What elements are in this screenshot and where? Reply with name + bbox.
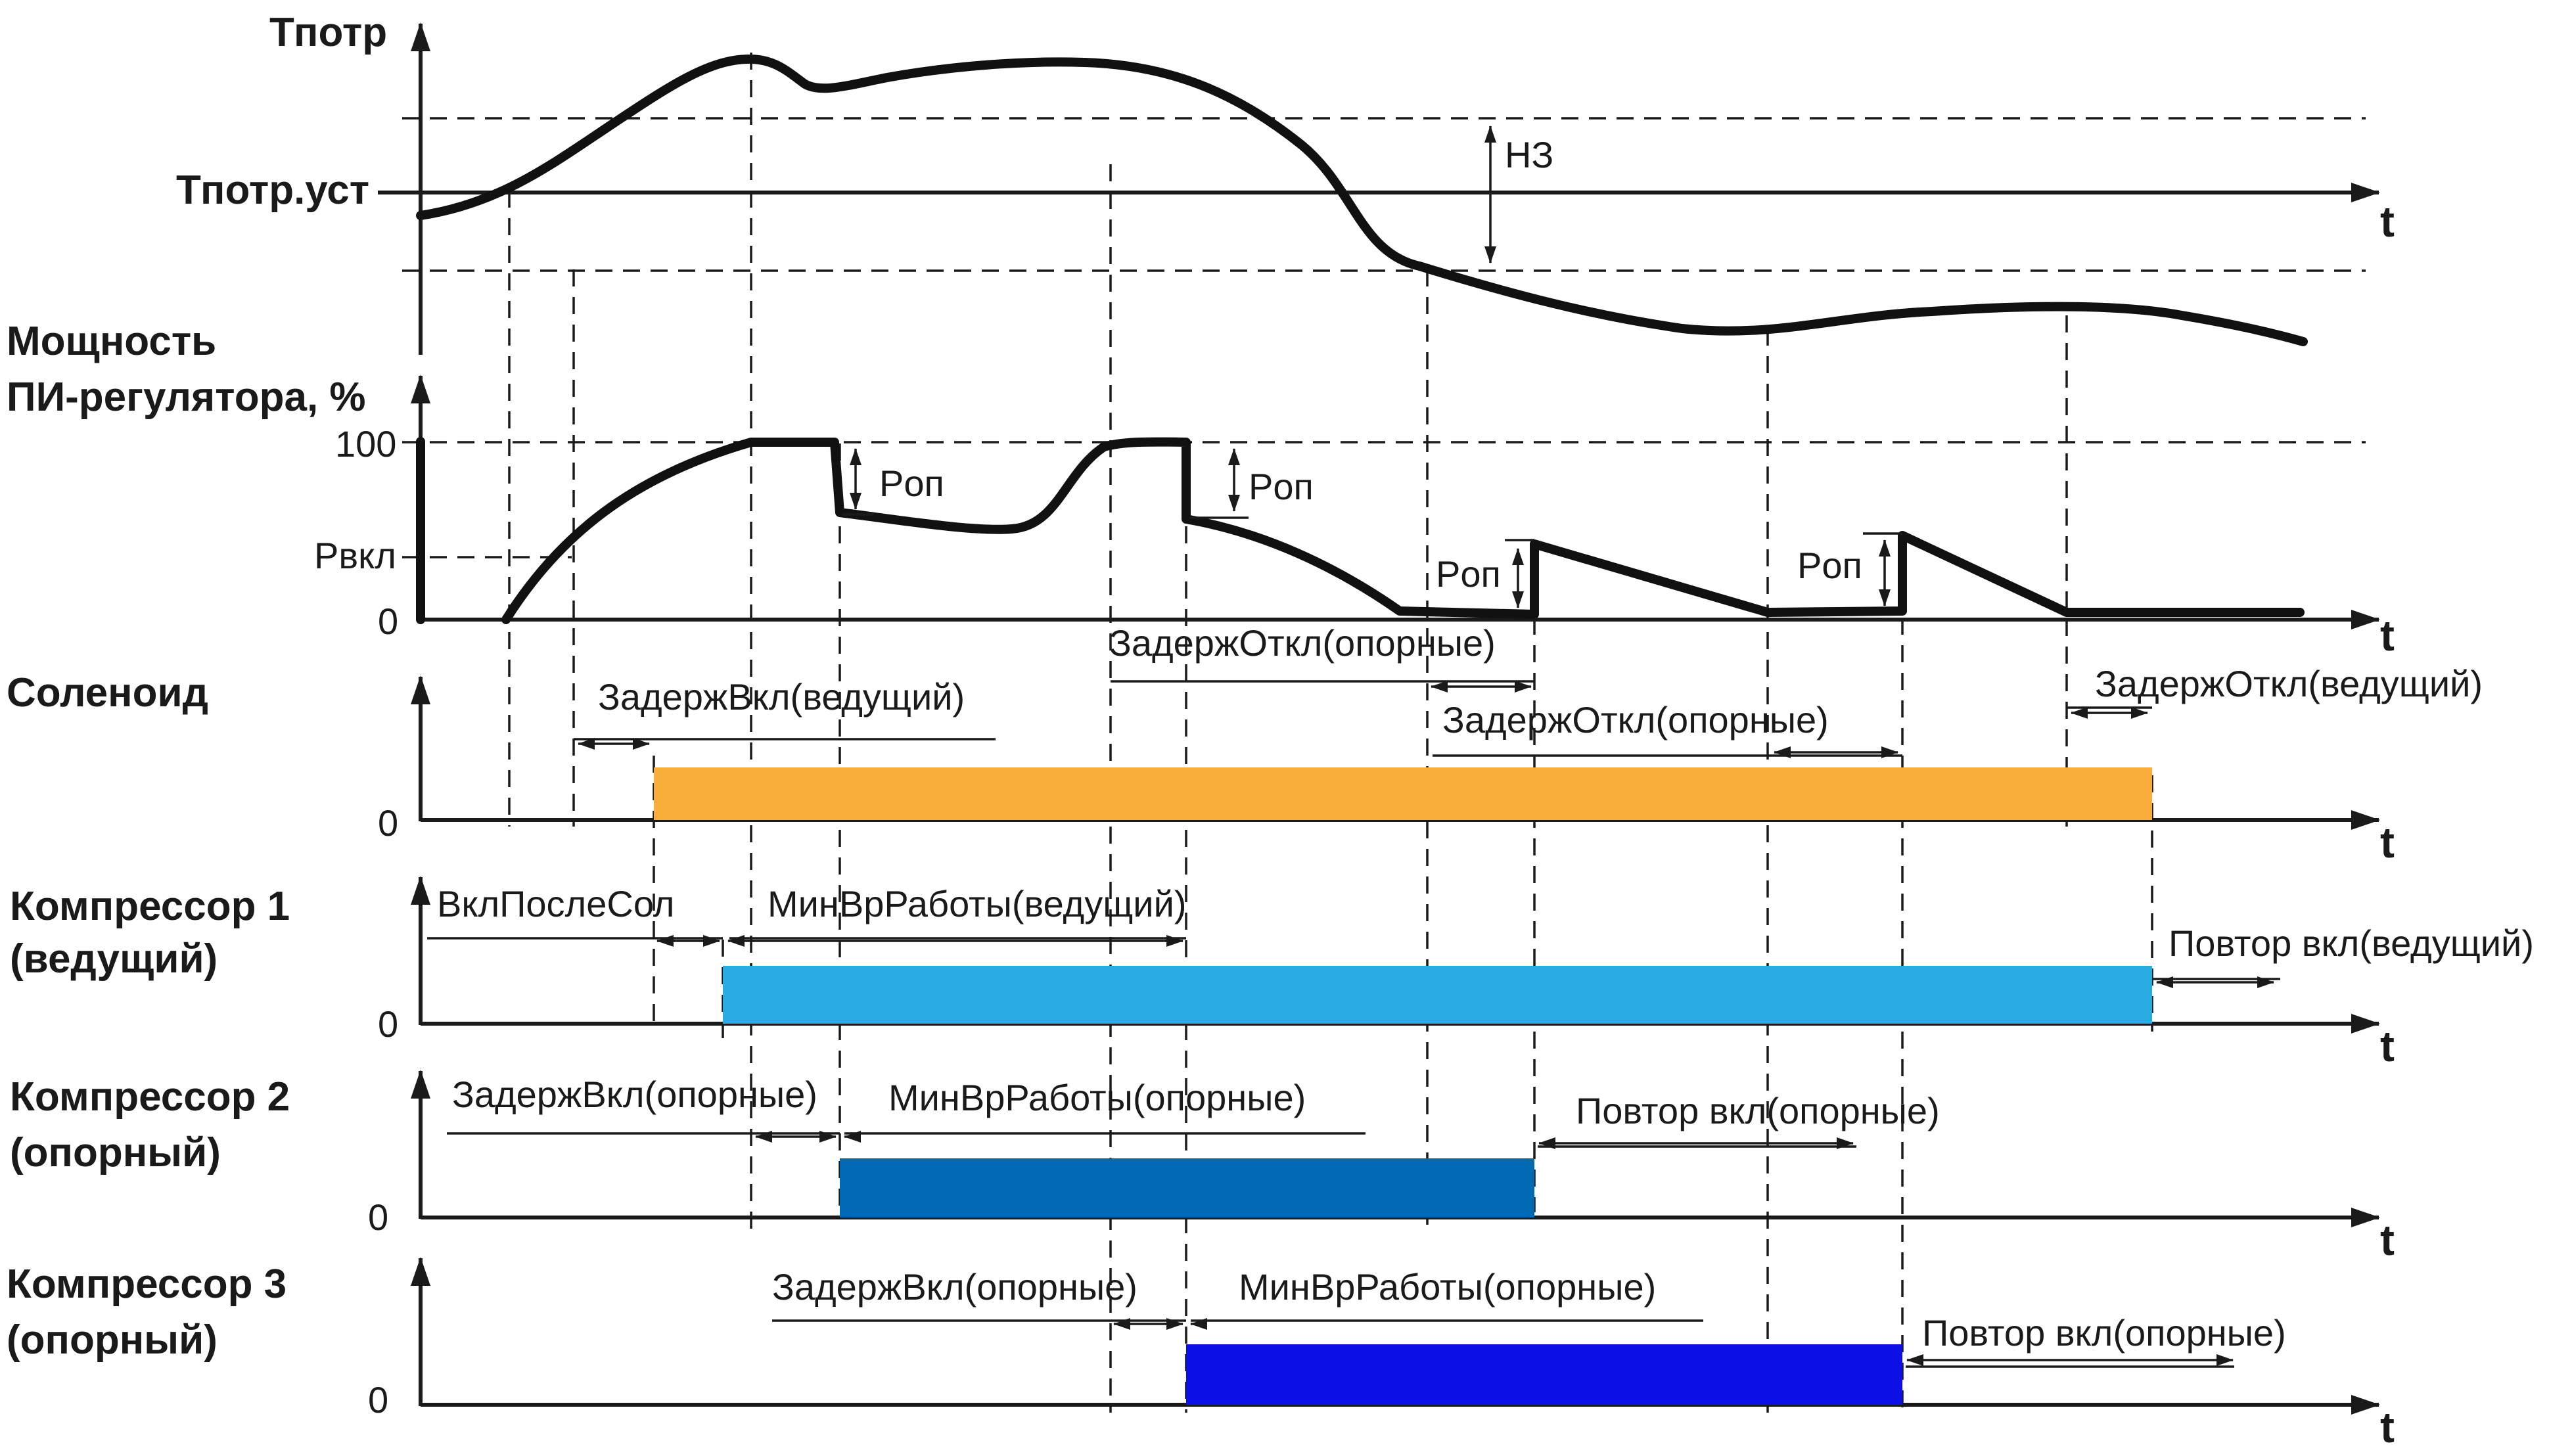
compressor3-label-line1: Компрессор 3 (7, 1262, 287, 1307)
compressor3-t-label: t (2380, 1403, 2395, 1451)
compressor3-on-bar (1186, 1344, 1902, 1405)
temperature-chart: Тпотр Тпотр.уст НЗ t (176, 10, 2395, 355)
compressor2-row: Компрессор 2 (опорный) 0 t ЗадержВкл(опо… (10, 1070, 2395, 1264)
hz-label: НЗ (1505, 134, 1553, 175)
power-tick-0: 0 (378, 601, 398, 642)
compressor1-label-line1: Компрессор 1 (10, 884, 290, 929)
solenoid-ann-delay-off-ref-2: ЗадержОткл(опорные) (1442, 699, 1829, 740)
power-tick-100: 100 (335, 423, 396, 465)
compressor3-row: Компрессор 3 (опорный) 0 t ЗадержВкл(опо… (7, 1257, 2395, 1451)
pop-label-4: Pоп (1797, 545, 1862, 586)
solenoid-on-bar (654, 767, 2152, 820)
compressor3-label-line2: (опорный) (7, 1317, 218, 1363)
compressor1-row: Компрессор 1 (ведущий) 0 t ВклПослеСол М… (10, 876, 2534, 1070)
compressor2-ann-delay-on: ЗадержВкл(опорные) (452, 1074, 817, 1115)
compressor1-label-line2: (ведущий) (10, 936, 218, 982)
compressor2-ann-min-run: МинВрРаботы(опорные) (888, 1077, 1306, 1118)
power-chart: Мощность ПИ-регулятора, % 100 Pвкл 0 t P… (7, 319, 2395, 660)
solenoid-row: Соленоид 0 t ЗадержВкл(ведущий) ЗадержОт… (7, 622, 2483, 867)
compressor1-ann-on-after-sol: ВклПослеСол (437, 883, 674, 924)
compressor1-t-label: t (2380, 1022, 2395, 1070)
solenoid-ann-delay-on-lead: ЗадержВкл(ведущий) (598, 676, 965, 717)
power-label-line1: Мощность (7, 319, 216, 364)
temperature-t-label: t (2380, 197, 2395, 246)
compressor3-ann-delay-on: ЗадержВкл(опорные) (772, 1266, 1137, 1308)
compressor2-on-bar (840, 1158, 1534, 1217)
compressor2-zero: 0 (368, 1196, 388, 1238)
solenoid-t-label: t (2380, 818, 2395, 867)
pop-label-3: Pоп (1436, 553, 1501, 595)
power-label-line2: ПИ-регулятора, % (7, 375, 366, 420)
temperature-curve (416, 55, 2308, 346)
compressor1-ann-min-run: МинВрРаботы(ведущий) (768, 883, 1187, 924)
pop-label-2: Pоп (1249, 466, 1314, 507)
compressor2-ann-restart: Повтор вкл(опорные) (1576, 1090, 1940, 1131)
pop-label-1: Pоп (879, 463, 944, 504)
compressor1-on-bar (723, 966, 2152, 1024)
compressor3-ann-min-run: МинВрРаботы(опорные) (1239, 1266, 1656, 1308)
solenoid-zero: 0 (378, 802, 398, 844)
power-tick-pvkl: Pвкл (314, 535, 396, 576)
setpoint-label: Тпотр.уст (176, 168, 369, 213)
compressor3-ann-restart: Повтор вкл(опорные) (1922, 1312, 2286, 1354)
temperature-axis-label: Тпотр (269, 10, 387, 55)
compressor1-zero: 0 (378, 1003, 398, 1045)
solenoid-ann-delay-off-ref-1: ЗадержОткл(опорные) (1109, 622, 1496, 664)
compressor2-label-line2: (опорный) (10, 1130, 221, 1175)
compressor1-ann-restart: Повтор вкл(ведущий) (2169, 922, 2534, 964)
solenoid-ann-delay-off-lead: ЗадержОткл(ведущий) (2095, 663, 2483, 704)
power-t-label: t (2380, 611, 2395, 660)
power-curve (416, 437, 2305, 624)
compressor2-t-label: t (2380, 1216, 2395, 1264)
compressor2-label-line1: Компрессор 2 (10, 1074, 290, 1120)
compressor3-zero: 0 (368, 1379, 388, 1421)
solenoid-label: Соленоид (7, 670, 208, 716)
